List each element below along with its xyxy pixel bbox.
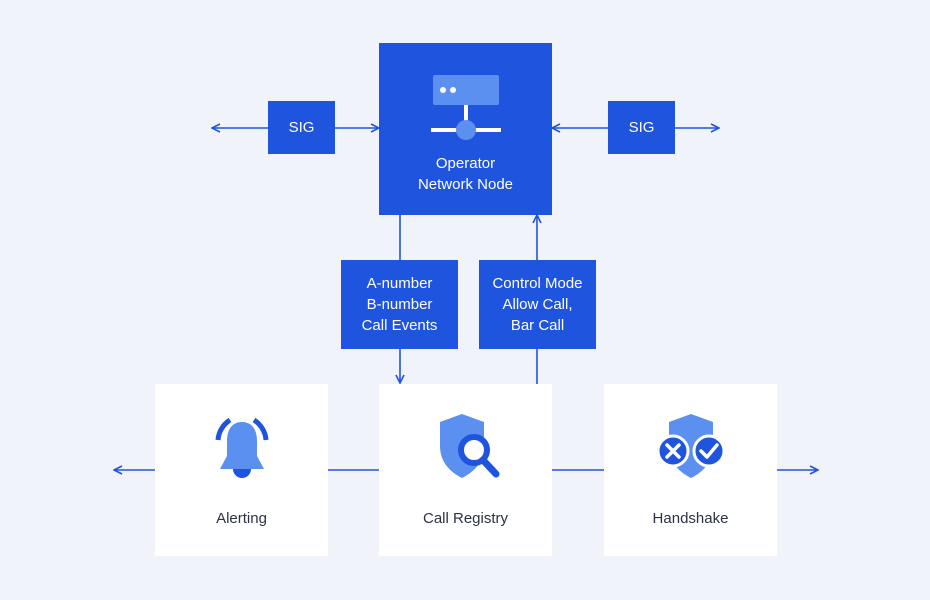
- control-mode-line2: Allow Call,: [502, 296, 573, 313]
- server-icon: [430, 75, 501, 140]
- alerting-label: Alerting: [216, 510, 267, 527]
- node-label-line2: Network Node: [417, 176, 514, 193]
- event-data-line1: A-number: [366, 275, 433, 292]
- control-mode-box: Control Mode Allow Call, Bar Call: [479, 260, 596, 349]
- sig-label-right: SIG: [628, 119, 655, 136]
- node-label-line1: Operator: [435, 155, 496, 172]
- sig-box-left: SIG: [268, 101, 335, 154]
- event-data-box: A-number B-number Call Events: [341, 260, 458, 349]
- handshake-label: Handshake: [652, 510, 729, 527]
- operator-network-node: Operator Network Node: [379, 43, 552, 215]
- shield-check-x-icon: [656, 414, 725, 478]
- control-mode-line1: Control Mode: [492, 275, 583, 292]
- alerting-card: Alerting: [155, 384, 328, 556]
- event-data-line2: B-number: [366, 296, 433, 313]
- call-registry-label: Call Registry: [422, 510, 509, 527]
- control-mode-line3: Bar Call: [510, 317, 565, 334]
- call-registry-card: Call Registry: [379, 384, 552, 556]
- sig-box-right: SIG: [608, 101, 675, 154]
- event-data-line3: Call Events: [361, 317, 438, 334]
- handshake-card: Handshake: [604, 384, 777, 556]
- bell-icon: [215, 417, 268, 478]
- shield-search-icon: [439, 414, 499, 478]
- sig-label-left: SIG: [288, 119, 315, 136]
